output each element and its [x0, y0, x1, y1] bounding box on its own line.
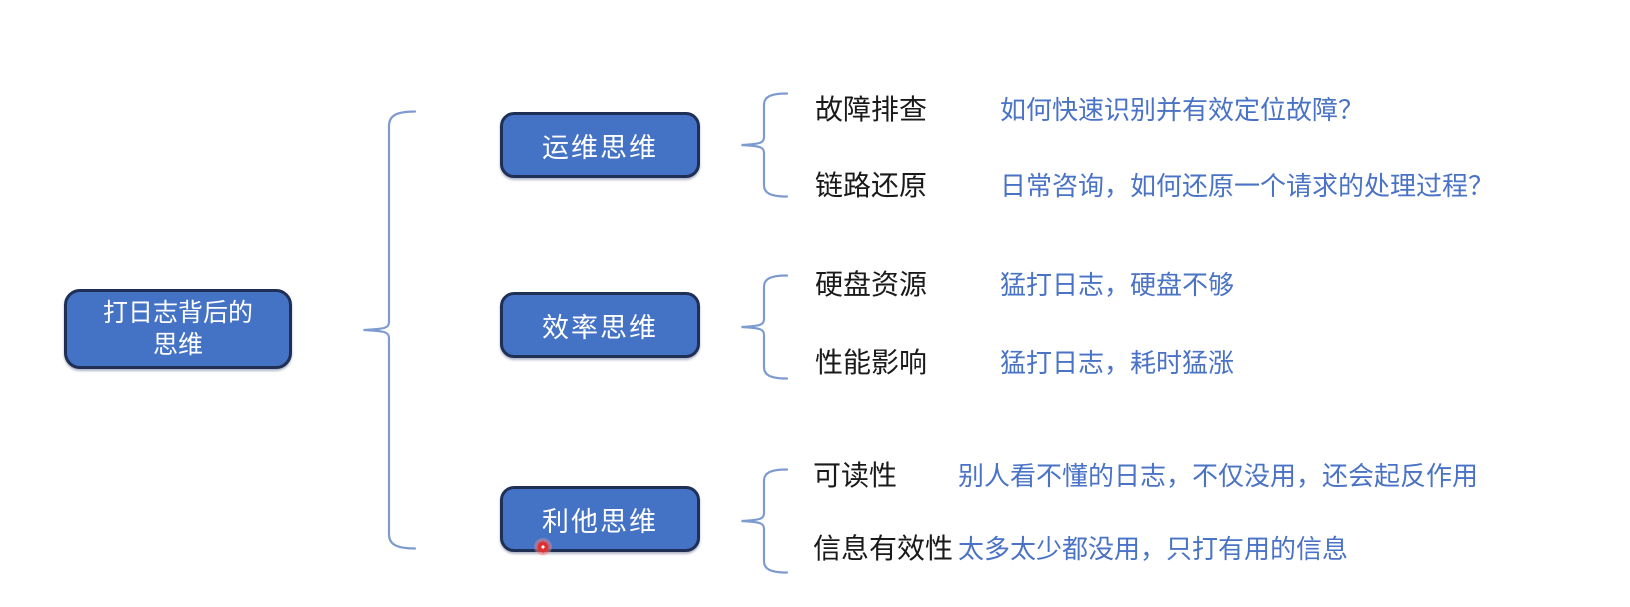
leaf-term: 链路还原 — [815, 170, 928, 201]
branch-node-efficiency-label: 效率思维 — [542, 312, 658, 343]
branch-node-altruism-label: 利他思维 — [542, 506, 658, 537]
leaf-term: 硬盘资源 — [815, 269, 928, 300]
root-node-label: 打日志背后的 思维 — [102, 298, 253, 360]
leaf-desc: 太多太少都没用，只打有用的信息 — [958, 534, 1349, 564]
leaf-row-trace-restore: 链路还原 日常咨询，如何还原一个请求的处理过程？ — [0, 170, 1630, 202]
curly-brace-efficiency-icon — [741, 274, 789, 380]
branch-node-ops-label: 运维思维 — [542, 132, 658, 163]
cursor-click-indicator — [534, 538, 552, 556]
leaf-row-readability: 可读性 别人看不懂的日志，不仅没用，还会起反作用 — [0, 460, 1630, 492]
leaf-row-troubleshooting: 故障排查 如何快速识别并有效定位故障？ — [0, 94, 1630, 126]
leaf-row-performance: 性能影响 猛打日志，耗时猛涨 — [0, 347, 1630, 379]
leaf-desc: 日常咨询，如何还原一个请求的处理过程？ — [1000, 171, 1495, 201]
leaf-term: 故障排查 — [815, 94, 928, 125]
branch-node-ops: 运维思维 — [500, 112, 700, 178]
root-node: 打日志背后的 思维 — [64, 289, 292, 369]
curly-brace-main-icon — [363, 110, 417, 550]
leaf-desc: 猛打日志，硬盘不够 — [1000, 270, 1235, 300]
leaf-term: 信息有效性 — [813, 533, 954, 564]
leaf-desc: 猛打日志，耗时猛涨 — [1000, 348, 1235, 378]
curly-brace-altruism-icon — [741, 468, 789, 574]
leaf-term: 性能影响 — [815, 347, 928, 378]
branch-node-efficiency: 效率思维 — [500, 292, 700, 358]
leaf-desc: 别人看不懂的日志，不仅没用，还会起反作用 — [958, 461, 1479, 491]
branch-node-altruism: 利他思维 — [500, 486, 700, 552]
leaf-row-disk-resource: 硬盘资源 猛打日志，硬盘不够 — [0, 269, 1630, 301]
leaf-desc: 如何快速识别并有效定位故障？ — [1000, 95, 1365, 125]
leaf-row-info-validity: 信息有效性 太多太少都没用，只打有用的信息 — [0, 533, 1630, 565]
curly-brace-ops-icon — [741, 92, 789, 198]
leaf-term: 可读性 — [813, 460, 898, 491]
